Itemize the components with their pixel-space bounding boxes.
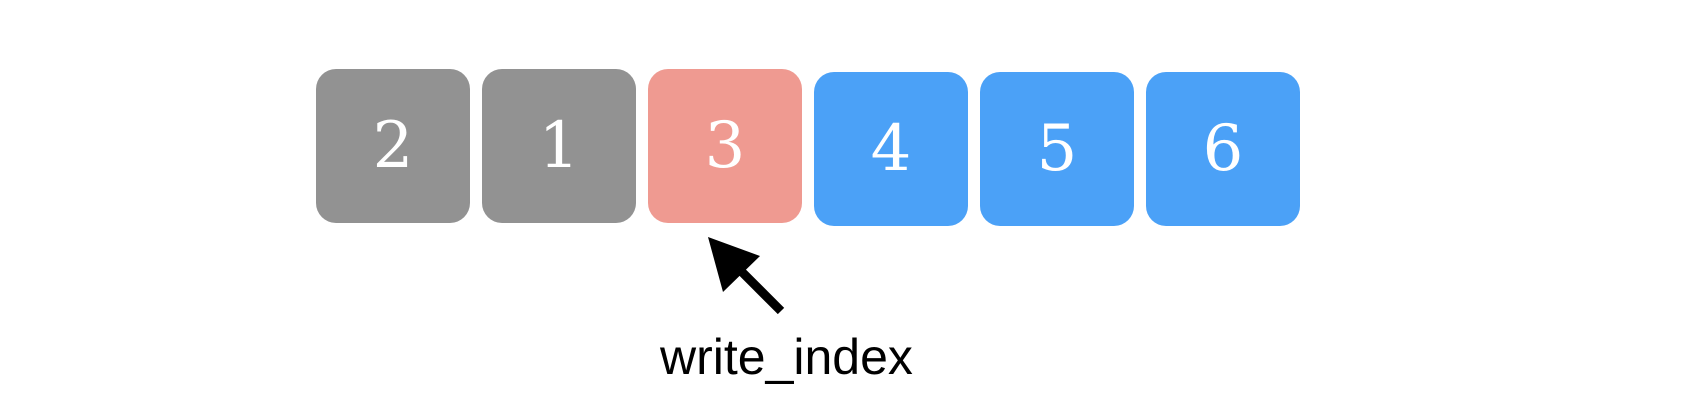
array-cell-4: 5	[980, 72, 1134, 226]
cell-value: 4	[870, 112, 912, 186]
cell-value: 6	[1202, 112, 1244, 186]
cell-value: 5	[1036, 112, 1078, 186]
cell-value: 1	[538, 109, 580, 183]
array-cell-1: 1	[482, 69, 636, 223]
array-cell-5: 6	[1146, 72, 1300, 226]
array-cell-3: 4	[814, 72, 968, 226]
cell-value: 2	[372, 109, 414, 183]
cell-value: 3	[704, 109, 746, 183]
write-index-label: write_index	[660, 329, 913, 385]
array-cell-2: 3	[648, 69, 802, 223]
array-cell-0: 2	[316, 69, 470, 223]
